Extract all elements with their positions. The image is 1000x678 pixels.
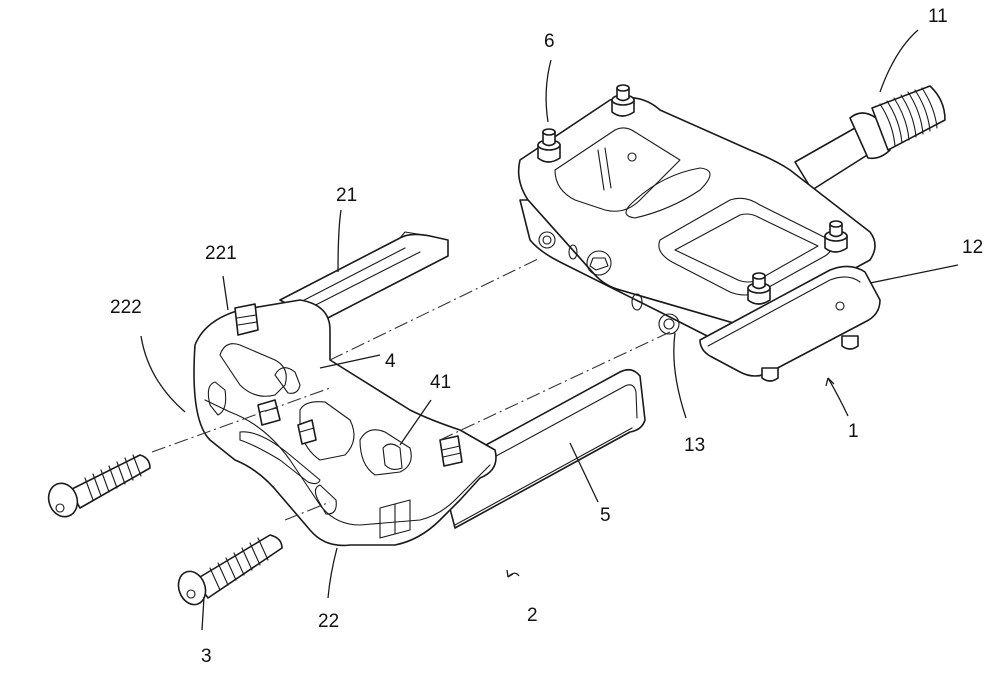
label-221: 221 bbox=[205, 243, 237, 264]
screws bbox=[47, 454, 283, 606]
label-21: 21 bbox=[336, 185, 358, 206]
label-6: 6 bbox=[544, 31, 555, 52]
label-41: 41 bbox=[430, 372, 452, 393]
spindle bbox=[794, 85, 946, 191]
label-13: 13 bbox=[684, 435, 706, 456]
traction-pins bbox=[537, 84, 859, 382]
label-222: 222 bbox=[110, 297, 142, 318]
attachment-frame bbox=[193, 231, 646, 547]
label-2: 2 bbox=[527, 605, 538, 626]
label-11: 11 bbox=[928, 6, 948, 27]
label-12: 12 bbox=[962, 237, 984, 258]
pedal-body bbox=[517, 84, 946, 382]
label-4: 4 bbox=[385, 351, 396, 372]
label-1: 1 bbox=[848, 421, 859, 442]
label-3: 3 bbox=[201, 646, 212, 667]
leader-lines bbox=[140, 29, 959, 631]
assembly-center-lines bbox=[151, 257, 671, 521]
label-22: 22 bbox=[318, 611, 340, 632]
clips bbox=[234, 303, 463, 467]
label-5: 5 bbox=[600, 505, 611, 526]
